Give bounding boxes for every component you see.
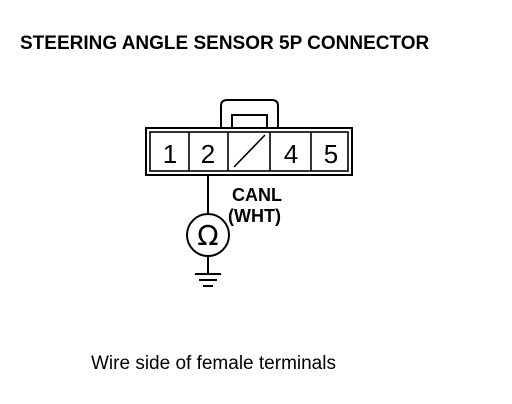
ohmmeter-icon: Ω — [186, 213, 230, 257]
connector-latch-base — [231, 114, 268, 129]
pin-label-5: 5 — [324, 139, 338, 169]
wire-name: CANL — [232, 185, 282, 205]
connector-latch — [220, 99, 279, 129]
pin-label-4: 4 — [284, 139, 298, 169]
ground-icon — [195, 273, 221, 287]
ohm-symbol: Ω — [197, 219, 218, 252]
diagram-caption: Wire side of female terminals — [91, 353, 336, 374]
pin-label-1: 1 — [163, 139, 177, 169]
diagram-title: STEERING ANGLE SENSOR 5P CONNECTOR — [20, 33, 430, 54]
connector-body — [145, 127, 353, 176]
connector-cavity — [149, 131, 349, 172]
empty-cavity-mark — [233, 134, 266, 168]
wire-color: (WHT) — [228, 206, 281, 226]
pin-label-2: 2 — [201, 139, 215, 169]
